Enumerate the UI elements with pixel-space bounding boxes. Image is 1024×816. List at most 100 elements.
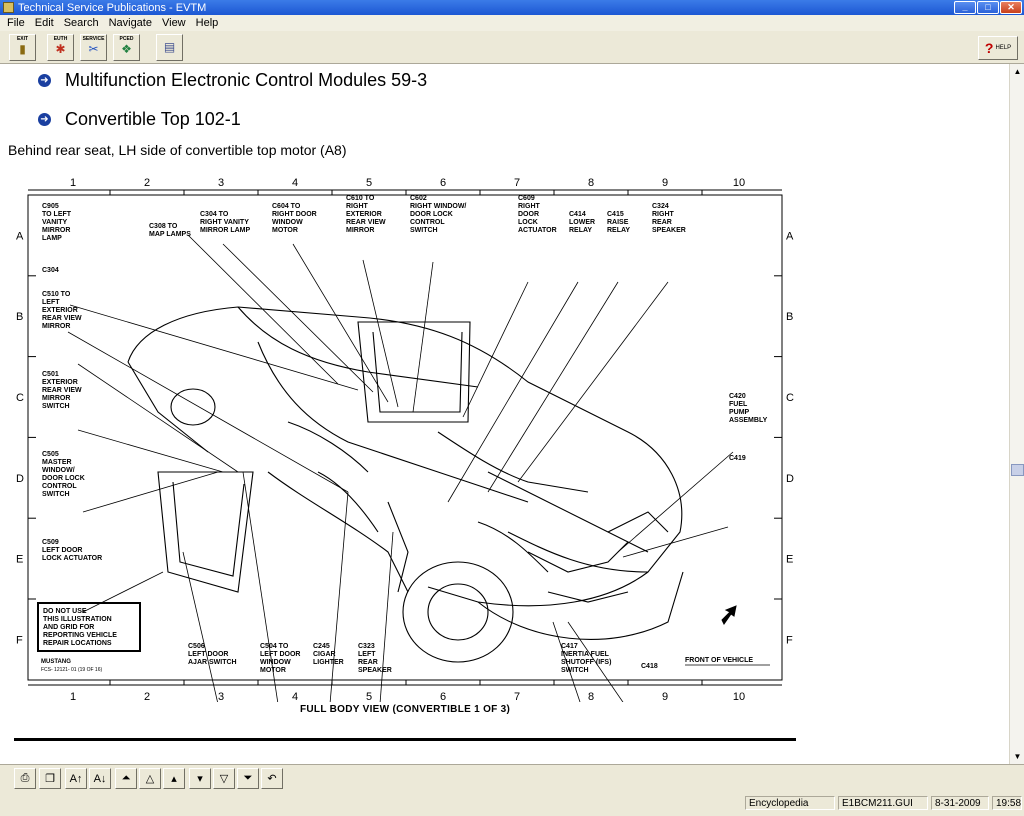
grid-col-label: 2	[144, 177, 150, 189]
font-larger-button[interactable]: A↑	[65, 768, 87, 789]
close-button[interactable]: ✕	[1000, 1, 1022, 14]
grid-col-label: 10	[733, 691, 745, 702]
front-of-vehicle-label: FRONT OF VEHICLE	[685, 657, 753, 664]
status-bar: Encyclopedia E1BCM211.GUI 8-31-2009 19:5…	[0, 793, 1024, 816]
last-page-icon: ⏷	[244, 772, 253, 785]
small-triangle-down-icon: ▾	[197, 772, 203, 785]
callout-c610: C610 TORIGHTEXTERIORREAR VIEWMIRROR	[346, 195, 386, 234]
link-convertible-top[interactable]: ➜ Convertible Top 102-1	[38, 109, 241, 130]
grid-row-label: A	[786, 230, 794, 242]
print-button[interactable]: ⎙	[14, 768, 36, 789]
diagram-caption: FULL BODY VIEW (CONVERTIBLE 1 OF 3)	[300, 704, 510, 715]
euth-icon: ✱	[55, 42, 65, 57]
minimize-button[interactable]: _	[954, 1, 976, 14]
menu-edit[interactable]: Edit	[30, 17, 59, 29]
grid-column-labels-bottom: 12345678910	[70, 691, 745, 702]
status-date: 8-31-2009	[931, 796, 989, 810]
grid-col-label: 10	[733, 177, 745, 189]
first-page-icon: ⏶	[122, 772, 131, 785]
navigation-bar: ⎙ ❐ A↑ A↓ ⏶ △ ▴ ▾ ▽ ⏷ ↶	[0, 764, 1024, 792]
euth-button[interactable]: EUTH✱	[47, 34, 74, 61]
callout-labels: C905TO LEFTVANITYMIRRORLAMP C308 TOMAP L…	[42, 195, 768, 674]
grid-column-labels-top: 12345678910	[70, 177, 745, 189]
menu-file[interactable]: File	[2, 17, 30, 29]
status-time: 19:58	[992, 796, 1022, 810]
link-multifunction-modules[interactable]: ➜ Multifunction Electronic Control Modul…	[38, 70, 427, 91]
grid-col-label: 4	[292, 177, 298, 189]
callout-c417: C417INERTIA FUELSHUTOFF (IFS)SWITCH	[561, 643, 611, 674]
grid-col-label: 3	[218, 691, 224, 702]
callout-c324: C324RIGHTREARSPEAKER	[652, 203, 686, 234]
copy-button[interactable]: ❐	[39, 768, 61, 789]
menu-navigate[interactable]: Navigate	[104, 17, 157, 29]
page-down-button[interactable]: ▽	[213, 768, 235, 789]
grid-col-label: 5	[366, 177, 372, 189]
service-button[interactable]: SERVICE✂	[80, 34, 107, 61]
copy-icon: ❐	[45, 772, 55, 785]
menu-help[interactable]: Help	[191, 17, 224, 29]
grid-row-labels-left: ABCDEF	[16, 230, 24, 646]
scroll-up-button[interactable]: ▲	[1010, 64, 1024, 79]
maximize-button[interactable]: □	[977, 1, 999, 14]
grid-col-label: 2	[144, 691, 150, 702]
callout-c420: C420FUELPUMPASSEMBLY	[729, 393, 768, 424]
door-icon: ▮	[19, 42, 26, 57]
model-label: MUSTANG	[41, 659, 71, 665]
document-icon: ▤	[164, 40, 175, 55]
notice-text: DO NOT USETHIS ILLUSTRATIONAND GRID FORR…	[43, 608, 117, 647]
scroll-down-button[interactable]: ▼	[1010, 749, 1024, 764]
arrow-bullet-icon: ➜	[38, 113, 51, 126]
grid-row-label: E	[786, 554, 793, 566]
toolbar: EXIT▮ EUTH✱ SERVICE✂ PCED❖ ▤	[0, 31, 1024, 64]
font-up-icon: A↑	[70, 773, 83, 785]
back-button[interactable]: ↶	[261, 768, 283, 789]
horizontal-rule	[14, 738, 796, 741]
callout-c323: C323LEFTREARSPEAKER	[358, 643, 392, 674]
menu-view[interactable]: View	[157, 17, 191, 29]
grid-col-label: 9	[662, 691, 668, 702]
front-arrow-icon	[722, 606, 736, 624]
pced-icon: ❖	[121, 42, 132, 57]
first-page-button[interactable]: ⏶	[115, 768, 137, 789]
document-button[interactable]: ▤	[156, 34, 183, 61]
page-up-button[interactable]: △	[139, 768, 161, 789]
vehicle-illustration	[128, 307, 683, 662]
status-file: E1BCM211.GUI	[838, 796, 928, 810]
callout-c510: C510 TOLEFTEXTERIORREAR VIEWMIRROR	[42, 291, 82, 330]
arrow-bullet-icon: ➜	[38, 74, 51, 87]
callout-c509: C509LEFT DOORLOCK ACTUATOR	[42, 539, 102, 562]
exit-button[interactable]: EXIT▮	[9, 34, 36, 61]
grid-row-label: C	[16, 392, 24, 404]
menu-search[interactable]: Search	[59, 17, 104, 29]
grid-row-label: B	[16, 311, 23, 323]
triangle-down-icon: ▽	[220, 772, 228, 785]
document-pane: ➜ Multifunction Electronic Control Modul…	[0, 64, 1009, 764]
callout-c501: C501EXTERIORREAR VIEWMIRRORSWITCH	[42, 371, 82, 410]
printer-icon: ⎙	[21, 772, 30, 785]
callout-c245: C245CIGARLIGHTER	[313, 643, 344, 666]
fcs-label: FCS- 12121- 01 (19 OF 16)	[41, 667, 102, 673]
vertical-scrollbar[interactable]: ▲ ▼	[1009, 64, 1024, 764]
tools-icon: ✂	[88, 42, 98, 57]
pced-button[interactable]: PCED❖	[113, 34, 140, 61]
callout-c419: C419	[729, 455, 746, 462]
grid-col-label: 9	[662, 177, 668, 189]
line-down-button[interactable]: ▾	[189, 768, 211, 789]
last-page-button[interactable]: ⏷	[237, 768, 259, 789]
callout-c505: C505MASTERWINDOW/DOOR LOCKCONTROLSWITCH	[42, 451, 85, 498]
question-icon: ?	[985, 40, 994, 56]
title-bar: Technical Service Publications - EVTM _ …	[0, 0, 1024, 15]
callout-c308: C308 TOMAP LAMPS	[149, 223, 191, 238]
grid-row-label: D	[16, 473, 24, 485]
callout-c414: C414LOWERRELAY	[569, 211, 595, 234]
grid-col-label: 8	[588, 691, 594, 702]
line-up-button[interactable]: ▴	[163, 768, 185, 789]
help-button[interactable]: ? HELP	[978, 36, 1018, 60]
font-smaller-button[interactable]: A↓	[89, 768, 111, 789]
scroll-thumb[interactable]	[1011, 464, 1024, 476]
grid-col-label: 1	[70, 177, 76, 189]
callout-c604: C604 TORIGHT DOORWINDOWMOTOR	[272, 203, 317, 234]
callout-c415: C415RAISERELAY	[607, 211, 630, 234]
grid-col-label: 6	[440, 691, 446, 702]
font-down-icon: A↓	[94, 773, 107, 785]
